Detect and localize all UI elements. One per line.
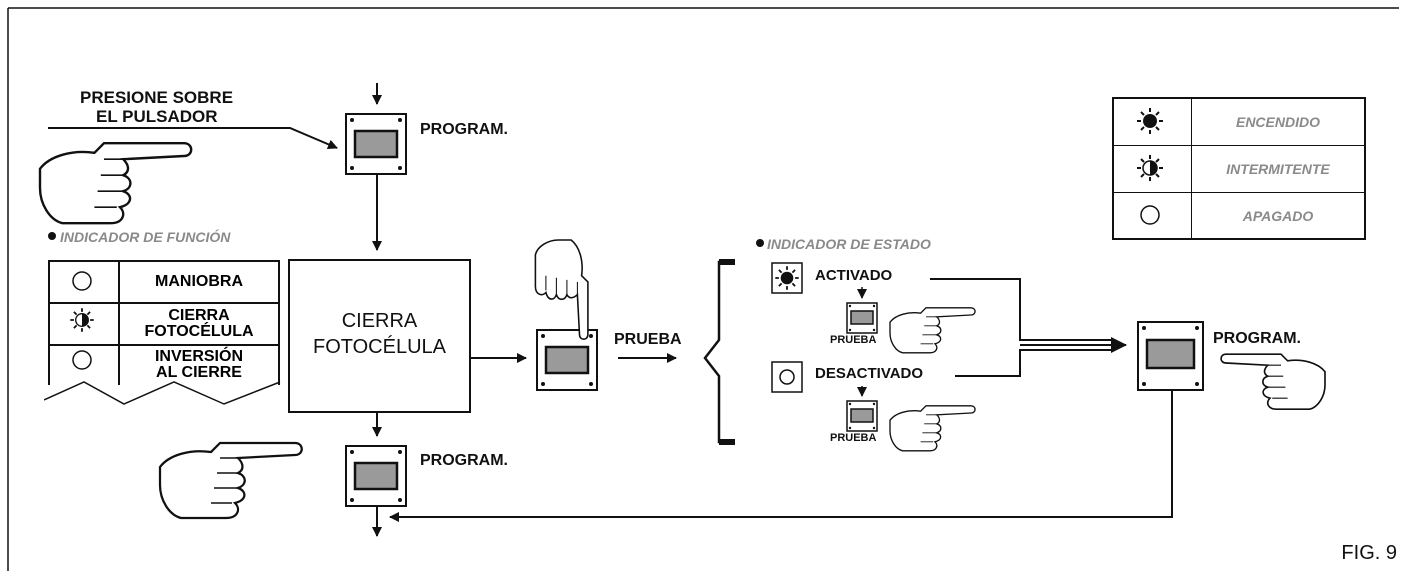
legend-row: ENCENDIDO <box>1114 99 1364 146</box>
press-label-line1: PRESIONE SOBRE <box>80 88 234 107</box>
legend-row: APAGADO <box>1114 193 1364 239</box>
pointing-hand-small-icon <box>889 307 976 354</box>
function-label: AL CIERRE <box>156 364 242 381</box>
function-indicator-label: INDICADOR DE FUNCIÓN <box>60 229 231 245</box>
pointing-hand-bottom-icon <box>158 441 303 520</box>
status-indicator-label: INDICADOR DE ESTADO <box>767 236 931 252</box>
figure-label: FIG. 9 <box>1341 542 1397 564</box>
function-row-2: CIERRA FOTOCÉLULA <box>120 304 278 344</box>
off-circle-icon <box>779 369 795 385</box>
deactivated-indicator <box>771 361 803 393</box>
off-circle-icon <box>72 271 92 291</box>
function-row-3: INVERSIÓN AL CIERRE <box>120 346 278 384</box>
off-circle-icon <box>72 350 92 370</box>
pointing-left-hand-icon <box>1220 353 1326 411</box>
function-symbol-cell <box>50 304 120 344</box>
function-symbol-cell <box>50 346 120 385</box>
program-label-top: PROGRAM. <box>420 121 508 138</box>
program-button-top <box>344 112 408 176</box>
legend-table: ENCENDIDO INTERMITENTE APAGADO <box>1112 97 1366 240</box>
table-divider <box>50 302 278 304</box>
brace-caps <box>719 259 735 445</box>
press-label-line2: EL PULSADOR <box>96 107 218 126</box>
line-deactivated-to-program <box>955 349 1115 377</box>
torn-edge <box>44 381 281 405</box>
legend-label: APAGADO <box>1242 208 1314 224</box>
prueba-label: PRUEBA <box>614 331 682 348</box>
close-photocell-box <box>288 259 471 413</box>
legend-label: ENCENDIDO <box>1235 114 1320 130</box>
activated-label: ACTIVADO <box>815 267 893 284</box>
function-row-1: MANIOBRA <box>120 262 278 302</box>
legend-label: INTERMITENTE <box>1226 161 1330 177</box>
pointing-hand-icon <box>38 141 193 225</box>
program-label-bottom: PROGRAM. <box>420 452 508 469</box>
function-symbol-cell <box>50 262 120 302</box>
function-label: FOTOCÉLULA <box>144 323 254 340</box>
center-box-line2: FOTOCÉLULA <box>313 336 446 358</box>
line-activated-to-program <box>930 278 1115 341</box>
center-box-line1: CIERRA <box>341 310 418 332</box>
function-label: INVERSIÓN <box>154 348 243 365</box>
program-label-right: PROGRAM. <box>1213 330 1301 347</box>
bullet-icon <box>756 239 764 247</box>
prueba-small-button-deactivated <box>846 400 878 432</box>
program-button-bottom <box>344 444 408 508</box>
function-label: CIERRA <box>168 307 230 324</box>
legend-row: INTERMITENTE <box>1114 146 1364 193</box>
pointing-down-hand-icon <box>534 239 589 341</box>
table-divider <box>50 344 278 346</box>
deactivated-label: DESACTIVADO <box>815 365 924 382</box>
prueba-activated-label: PRUEBA <box>830 334 877 346</box>
function-table: MANIOBRA CIERRA FOTOCÉLULA INVERSIÓN AL … <box>48 260 280 385</box>
bullet-icon <box>48 232 56 240</box>
off-circle-icon <box>1140 205 1160 225</box>
prueba-small-button-activated <box>846 302 878 334</box>
prueba-button <box>535 328 599 392</box>
return-line <box>389 390 1173 522</box>
press-pointer-line <box>48 127 338 150</box>
pointing-hand-small-icon <box>889 405 976 452</box>
prueba-deactivated-label: PRUEBA <box>830 432 877 444</box>
brace <box>703 260 735 444</box>
function-label: MANIOBRA <box>155 273 243 290</box>
